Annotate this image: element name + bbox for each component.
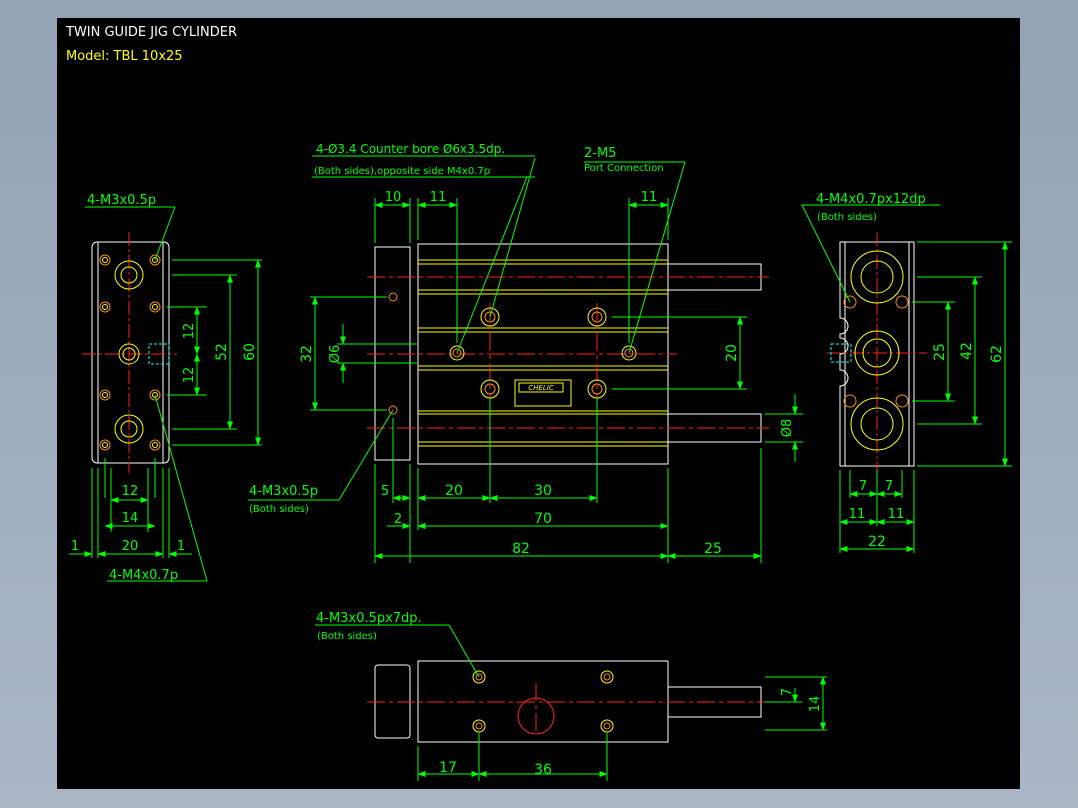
dim-12-lower: 12	[182, 367, 197, 384]
dim-2: 2	[394, 512, 402, 527]
dim-42: 42	[959, 342, 975, 360]
dim-22: 22	[868, 534, 886, 550]
bottom-top-view	[315, 624, 827, 781]
drawing-title: TWIN GUIDE JIG CYLINDER	[65, 25, 237, 40]
dim-70: 70	[534, 511, 552, 527]
dim-62: 62	[989, 345, 1005, 363]
dim-20-left: 20	[122, 539, 139, 554]
right-end-view	[801, 204, 1012, 553]
dim-1-right: 1	[177, 539, 185, 554]
dim-5: 5	[381, 484, 389, 499]
dim-20-vertical: 20	[724, 344, 740, 362]
callout-left-bottom: 4-M4x0.7p	[109, 568, 178, 583]
callout-port-connection: Port Connection	[584, 163, 664, 174]
dim-36: 36	[534, 762, 552, 778]
dim-12-upper: 12	[182, 323, 197, 340]
dim-30: 30	[534, 483, 552, 499]
dim-25-right: 25	[932, 343, 948, 361]
dim-1-left: 1	[71, 539, 79, 554]
dim-11-left: 11	[430, 190, 447, 205]
callout-port: 2-M5	[584, 146, 616, 161]
model-label: Model: TBL 10x25	[66, 49, 183, 64]
callout-bottom: 4-M3x0.5px7dp.	[316, 611, 422, 626]
dim-82: 82	[512, 541, 530, 557]
dim-11-right: 11	[641, 190, 658, 205]
dim-10: 10	[385, 190, 402, 205]
dim-32: 32	[299, 345, 315, 363]
dim-20-bottom: 20	[445, 483, 463, 499]
callout-mid-bottom-sides: (Both sides)	[249, 504, 309, 515]
callout-bottom-sides: (Both sides)	[317, 631, 377, 642]
dim-dia8: Ø8	[780, 419, 795, 438]
callout-right-sides: (Both sides)	[817, 212, 877, 223]
drawing-canvas: TWIN GUIDE JIG CYLINDER Model: TBL 10x25	[65, 25, 1012, 781]
dim-60: 60	[242, 343, 258, 361]
brand-label: CHELIC	[528, 384, 554, 392]
dim-7-right: 7	[885, 479, 893, 494]
callout-opposite-side: (Both sides),opposite side M4x0.7p	[314, 166, 490, 177]
callout-mid-bottom: 4-M3x0.5p	[249, 484, 318, 499]
callout-counterbore: 4-Ø3.4 Counter bore Ø6x3.5dp.	[316, 142, 505, 156]
callout-left-top: 4-M3x0.5p	[87, 193, 156, 208]
left-end-view	[69, 206, 262, 582]
dim-52: 52	[214, 343, 230, 361]
dim-17: 17	[439, 760, 457, 776]
dim-dia6: Ø6	[328, 345, 343, 364]
dim-7-left: 7	[859, 479, 867, 494]
dim-14-bottom: 14	[808, 696, 823, 713]
dim-14: 14	[122, 511, 139, 526]
main-side-view	[248, 155, 803, 563]
callout-right: 4-M4x0.7px12dp	[816, 192, 926, 207]
dim-25-rod: 25	[704, 541, 722, 557]
cad-viewport[interactable]: TWIN GUIDE JIG CYLINDER Model: TBL 10x25	[57, 18, 1020, 789]
dim-7-bottom: 7	[780, 688, 795, 696]
dim-12-horizontal: 12	[122, 484, 139, 499]
dim-11-r-right: 11	[888, 507, 905, 522]
dim-11-r-left: 11	[849, 507, 866, 522]
